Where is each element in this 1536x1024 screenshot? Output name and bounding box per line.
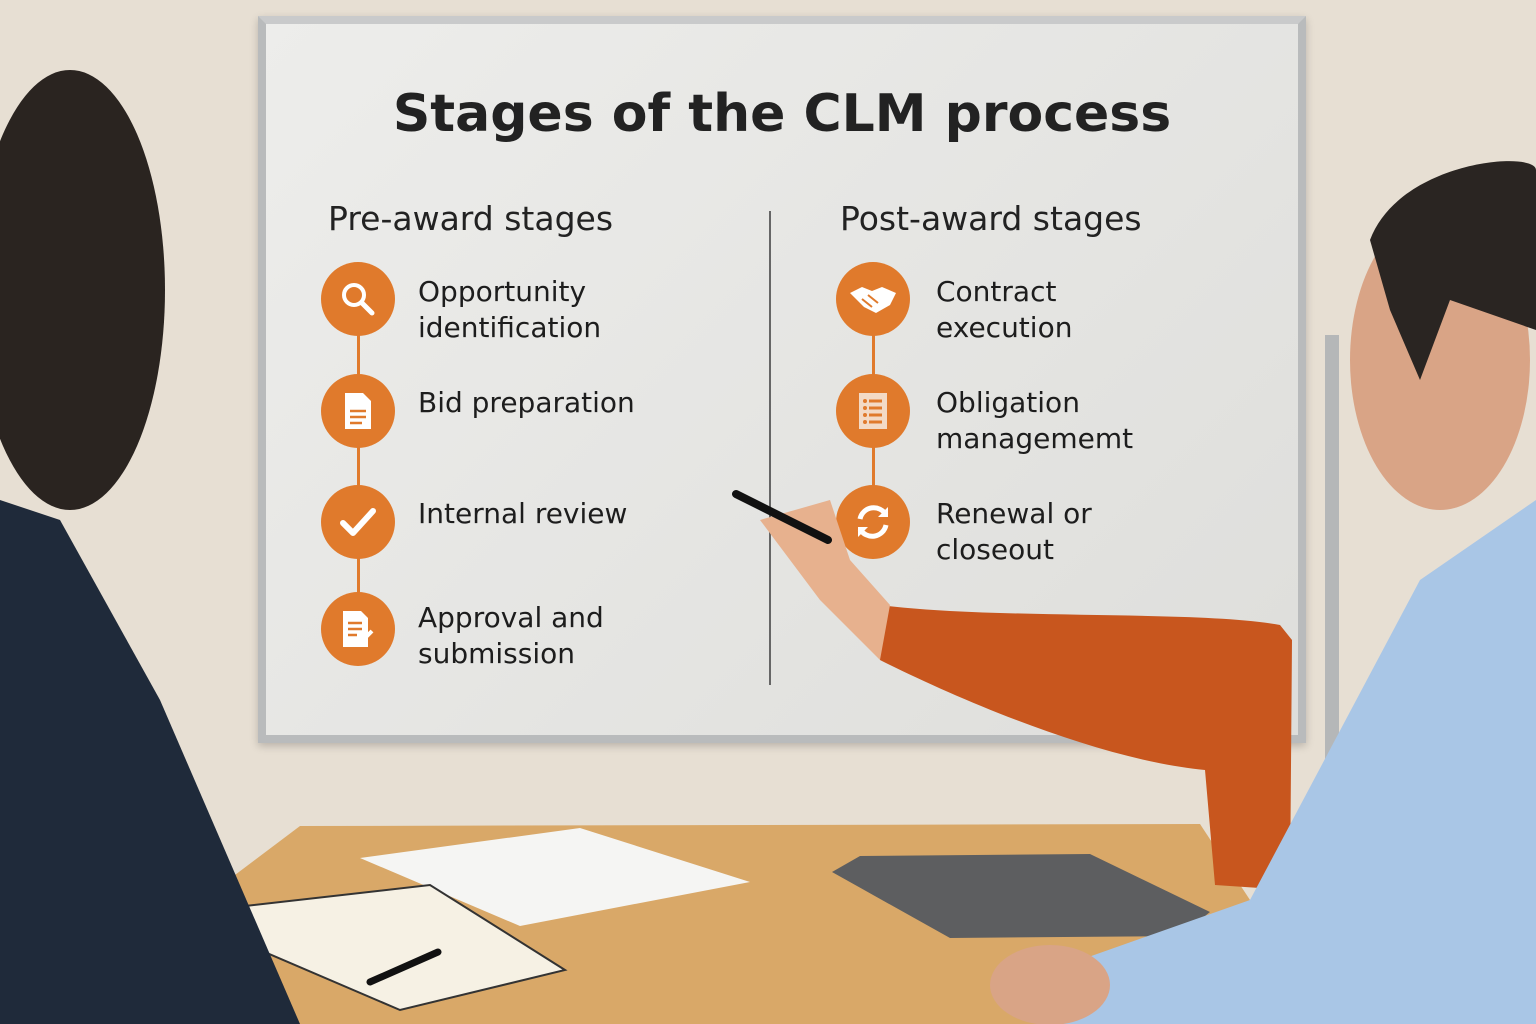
- pre-award-timeline: [357, 304, 360, 634]
- step-internal-review: Internal review: [418, 497, 628, 530]
- pre-award-heading: Pre-award stages: [328, 199, 614, 238]
- handshake-icon: [836, 262, 910, 336]
- step-bid-preparation: Bid preparation: [418, 386, 635, 419]
- paper-report: [360, 828, 750, 926]
- left-person-head: [0, 70, 165, 510]
- right-person-shirt: [1060, 500, 1536, 1024]
- column-divider: [769, 211, 771, 685]
- right-person-hand: [990, 945, 1110, 1024]
- signed-document-icon: [321, 592, 395, 666]
- board-title: Stages of the CLM process: [392, 84, 1172, 144]
- checkmark-icon: [321, 485, 395, 559]
- presenter-hand: [760, 500, 890, 660]
- checklist-icon: [836, 374, 910, 448]
- search-icon: [321, 262, 395, 336]
- board-stand: [1325, 335, 1339, 845]
- pen: [366, 948, 442, 986]
- document-icon: [321, 374, 395, 448]
- right-person-hair: [1370, 161, 1536, 380]
- renew-icon: [836, 485, 910, 559]
- post-award-heading: Post-award stages: [840, 199, 1142, 238]
- marker: [732, 490, 832, 544]
- laptop: [832, 854, 1210, 938]
- presenter-arm: [880, 605, 1292, 890]
- left-person-jacket: [0, 500, 300, 1024]
